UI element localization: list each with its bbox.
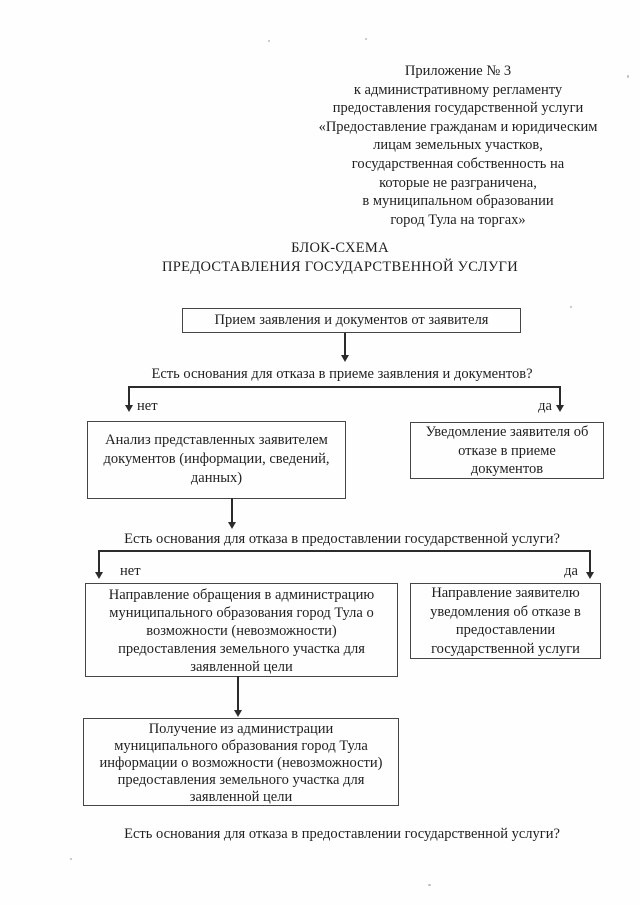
scan-speck [70, 858, 72, 860]
arrow-analysis-line [231, 498, 233, 523]
branch1-hline [128, 386, 561, 388]
branch1-yes-label: да [538, 398, 552, 414]
document-title: БЛОК-СХЕМА ПРЕДОСТАВЛЕНИЯ ГОСУДАРСТВЕННО… [161, 240, 518, 275]
branch1-yes-arrowhead [556, 405, 564, 412]
branch2-yes-label: да [564, 563, 578, 579]
scan-speck [365, 38, 367, 40]
branch2-hline [98, 550, 591, 552]
scan-speck [428, 884, 431, 886]
arrow-request-line [237, 676, 239, 711]
scan-speck [570, 306, 572, 308]
flow-node-start: Прием заявления и документов от заявител… [182, 308, 521, 333]
branch1-no-line [128, 386, 130, 406]
question-service-refusal-bottom: Есть основания для отказа в предоставлен… [124, 826, 560, 842]
flow-node-refuse-service: Направление заявителю уведомления об отк… [410, 583, 601, 659]
flow-node-send-request: Направление обращения в администрацию му… [85, 583, 398, 677]
branch2-no-label: нет [120, 563, 141, 579]
annex-heading: Приложение № 3 к административному регла… [318, 63, 598, 228]
question-accept-refusal: Есть основания для отказа в приеме заявл… [151, 366, 533, 382]
flow-node-receive-info: Получение из администрации муниципальног… [83, 718, 399, 806]
branch1-no-label: нет [137, 398, 158, 414]
branch2-yes-arrowhead [586, 572, 594, 579]
branch2-no-line [98, 550, 100, 573]
question-service-refusal: Есть основания для отказа в предоставлен… [124, 531, 560, 547]
arrow-request-arrowhead [234, 710, 242, 717]
flow-node-analysis: Анализ представленных заявителем докумен… [87, 421, 346, 499]
arrow-analysis-arrowhead [228, 522, 236, 529]
branch2-no-arrowhead [95, 572, 103, 579]
scan-speck [627, 75, 629, 78]
scan-speck [268, 40, 270, 42]
branch1-yes-line [559, 386, 561, 406]
arrow-start-arrowhead [341, 355, 349, 362]
flow-node-refuse-accept: Уведомление заявителя об отказе в приеме… [410, 422, 604, 479]
branch2-yes-line [589, 550, 591, 573]
branch1-no-arrowhead [125, 405, 133, 412]
arrow-start-line [344, 333, 346, 356]
